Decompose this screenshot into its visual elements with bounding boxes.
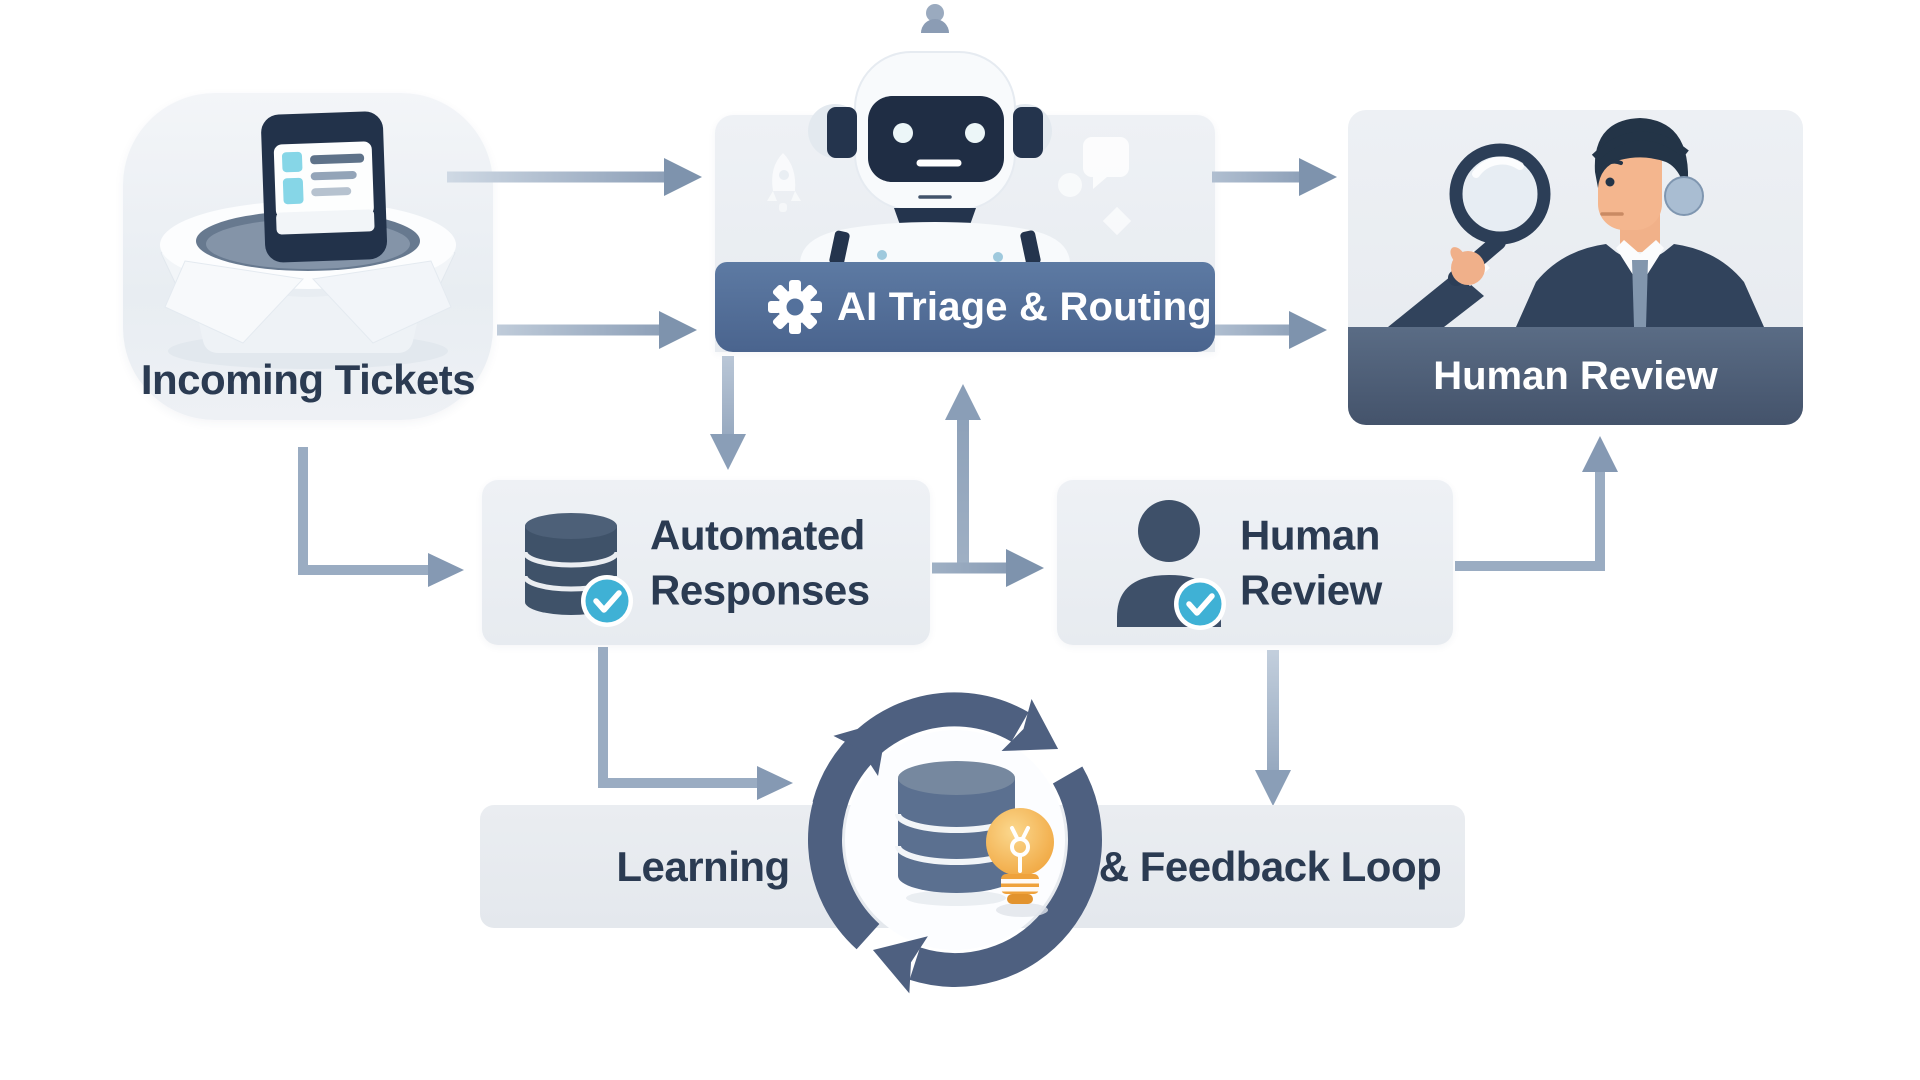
- incoming-tickets-label: Incoming Tickets: [140, 356, 476, 403]
- incoming-tickets-card: Incoming Tickets: [123, 93, 493, 420]
- arrow-incoming-elbow-to-automated: [298, 447, 464, 587]
- magnifier-icon: [1388, 143, 1551, 327]
- human-review-label: Human Review: [1240, 511, 1382, 614]
- arrow-automated-elbow-to-loop: [598, 647, 793, 800]
- check-badge-icon: [581, 575, 633, 627]
- ai-triage-banner: AI Triage & Routing: [715, 262, 1215, 352]
- arrow-up-to-triage: [945, 384, 981, 566]
- chat-bubble-icon: [1083, 137, 1129, 189]
- agent-icon: [1516, 118, 1764, 327]
- arrow-human-elbow-to-review-station: [1455, 436, 1618, 571]
- arrow-incoming-to-triage-lower: [497, 311, 697, 349]
- gear-icon: [768, 280, 822, 334]
- feedback-loop-bar: Learning & Feedback Loop: [480, 805, 1465, 928]
- ticket-tablet-icon: [261, 111, 388, 263]
- rocket-icon: [767, 153, 801, 212]
- automated-responses-label: Automated Responses: [650, 511, 870, 614]
- feedback-loop-label: & Feedback Loop: [1098, 842, 1442, 890]
- arrow-triage-to-review-upper: [1212, 158, 1337, 196]
- ai-triage-label: AI Triage & Routing: [837, 284, 1212, 329]
- check-badge-icon: [1174, 578, 1226, 630]
- diamond-shape: [1102, 206, 1132, 236]
- human-review-card: Human Review: [1057, 480, 1453, 645]
- agent-with-magnifier-icon: [1388, 118, 1764, 327]
- inbox-open-box-icon: [160, 111, 456, 369]
- human-review-station-banner: Human Review: [1348, 327, 1803, 425]
- robot-icon: [800, 4, 1070, 263]
- triage-background-shapes: [767, 137, 1132, 236]
- arrow-triage-down: [710, 356, 746, 470]
- human-review-station-card: Human Review: [1348, 110, 1803, 425]
- learning-label: Learning: [616, 842, 790, 890]
- dot-shape: [1058, 173, 1082, 197]
- arrow-human-down-to-loop: [1255, 650, 1291, 806]
- arrow-triage-to-review-lower: [1202, 311, 1327, 349]
- automated-responses-card: Automated Responses: [482, 480, 930, 645]
- human-review-station-label: Human Review: [1433, 353, 1718, 398]
- arrow-automated-to-human: [932, 549, 1044, 587]
